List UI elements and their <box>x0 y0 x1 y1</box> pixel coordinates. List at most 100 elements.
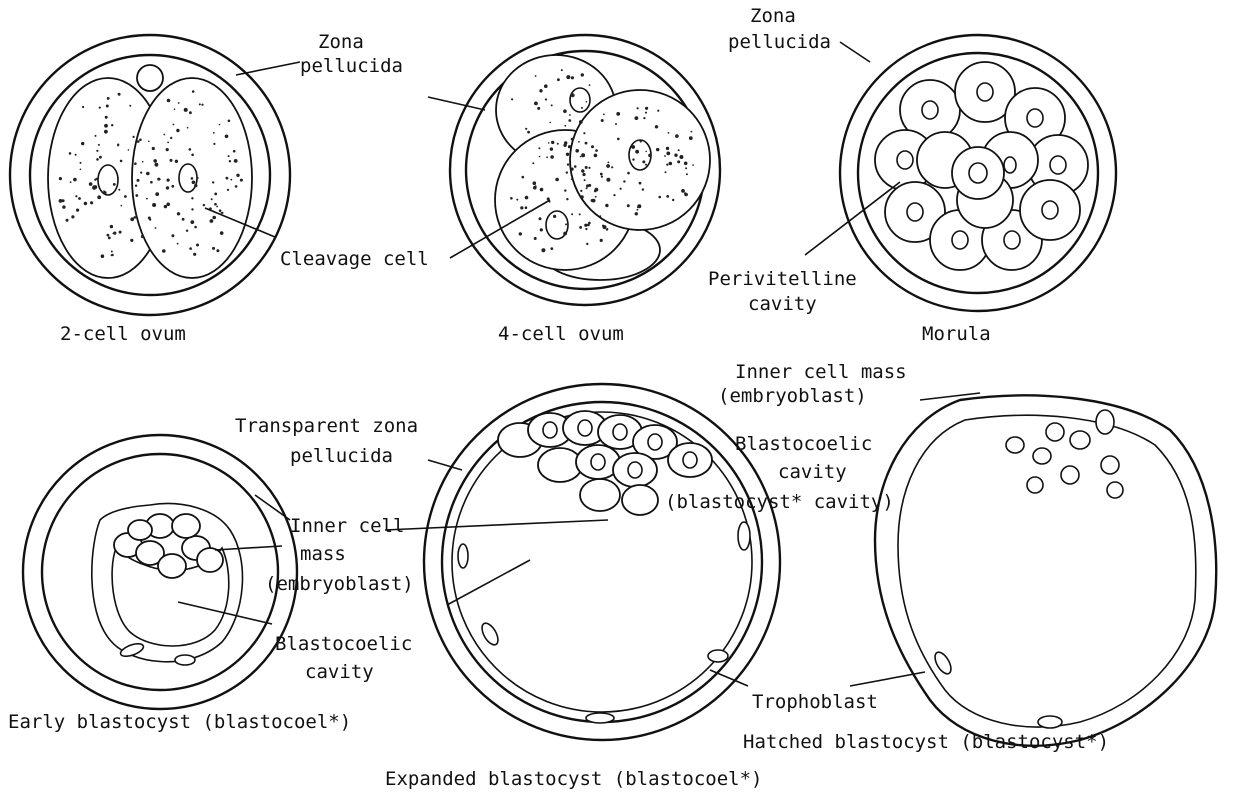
speckle-dot <box>189 247 192 250</box>
speckle-dot <box>78 197 81 200</box>
speckle-dot <box>170 137 172 139</box>
speckle-dot <box>585 228 587 230</box>
speckle-dot <box>62 205 65 208</box>
speckle-dot <box>544 84 548 88</box>
speckle-dot <box>120 160 123 163</box>
speckle-dot <box>581 73 584 76</box>
speckle-dot <box>689 136 693 140</box>
speckle-dot <box>133 136 135 138</box>
speckle-dot <box>600 239 603 242</box>
speckle-dot <box>599 215 601 217</box>
speckle-dot <box>134 162 137 165</box>
speckle-dot <box>107 234 110 237</box>
speckle-dot <box>219 124 221 126</box>
speckle-dot <box>211 198 213 200</box>
speckle-dot <box>213 132 215 134</box>
speckle-dot <box>66 219 69 222</box>
speckle-dot <box>685 167 687 169</box>
speckle-dot <box>555 178 559 182</box>
speckle-dot <box>117 144 119 146</box>
speckle-dot <box>551 104 553 106</box>
speckle-dot <box>672 199 674 201</box>
speckle-dot <box>568 119 571 122</box>
speckle-dot <box>538 147 540 149</box>
speckle-dot <box>594 190 597 193</box>
speckle-dot <box>98 144 100 146</box>
speckle-dot <box>585 142 588 145</box>
inner-cell-mass-cells <box>1006 410 1123 498</box>
speckle-dot <box>146 198 148 200</box>
speckle-dot <box>139 139 142 142</box>
speckle-dot <box>213 143 215 145</box>
speckle-dot <box>675 134 679 138</box>
speckle-dot <box>601 176 603 178</box>
label-blastocoelic-top-2: cavity <box>778 461 847 483</box>
speckle-dot <box>212 216 216 220</box>
speckle-dot <box>128 149 130 151</box>
speckle-dot <box>201 104 203 106</box>
speckle-dot <box>665 171 667 173</box>
speckle-dot <box>603 225 607 229</box>
speckle-dot <box>582 173 585 176</box>
speckle-dot <box>148 141 150 143</box>
speckle-dot <box>221 212 223 214</box>
speckle-dot <box>94 179 96 181</box>
speckle-dot <box>153 159 157 163</box>
speckle-dot <box>684 162 688 166</box>
speckle-dot <box>510 197 513 200</box>
speckle-dot <box>571 168 574 171</box>
speckle-dot <box>580 195 584 199</box>
speckle-dot <box>645 112 647 114</box>
speckle-dot <box>527 131 530 134</box>
speckle-dot <box>550 247 553 250</box>
speckle-dot <box>540 228 543 231</box>
speckle-dot <box>686 173 688 175</box>
speckle-dot <box>69 152 72 155</box>
speckle-dot <box>579 226 582 229</box>
speckle-dot <box>135 185 137 187</box>
speckle-dot <box>148 173 150 175</box>
speckle-dot <box>119 231 122 234</box>
speckle-dot <box>549 122 551 124</box>
speckle-dot <box>648 154 652 158</box>
speckle-dot <box>567 163 569 165</box>
speckle-dot <box>189 148 192 151</box>
speckle-dot <box>177 243 179 245</box>
speckle-dot <box>601 119 604 122</box>
speckle-dot <box>99 156 102 159</box>
troph-nucleus <box>586 713 614 723</box>
speckle-dot <box>534 102 538 106</box>
speckle-dot <box>611 166 613 168</box>
speckle-dot <box>606 164 610 168</box>
speckle-dot <box>186 230 188 232</box>
speckle-dot <box>192 90 195 93</box>
troph-nucleus <box>479 621 501 648</box>
label-transparent-zona-1: Transparent zona <box>235 415 418 437</box>
speckle-dot <box>157 178 160 181</box>
speckle-dot <box>600 173 603 176</box>
speckle-dot <box>103 190 105 192</box>
morula-cells <box>875 62 1088 270</box>
speckle-dot <box>228 120 231 123</box>
label-expanded-blastocyst: Expanded blastocyst (blastocoel*) <box>385 768 763 790</box>
speckle-dot <box>522 176 525 179</box>
speckle-dot <box>194 184 197 187</box>
troph-nucleus <box>1038 716 1062 728</box>
speckle-dot <box>645 164 647 166</box>
speckle-dot <box>594 154 598 158</box>
label-blastocoelic-bottom-1: Blastocoelic <box>275 633 412 655</box>
speckle-dot <box>608 162 610 164</box>
speckle-dot <box>196 244 199 247</box>
speckle-dot <box>575 149 579 153</box>
label-icm-mid-3: (embryoblast) <box>265 573 414 595</box>
speckle-dot <box>525 128 527 130</box>
speckle-dot <box>137 140 140 143</box>
label-four-cell-ovum: 4-cell ovum <box>498 323 624 345</box>
label-trophoblast: Trophoblast <box>752 691 878 713</box>
speckle-dot <box>105 116 108 119</box>
speckle-dot <box>533 181 537 185</box>
speckle-dot <box>548 142 550 144</box>
speckle-dot <box>233 150 236 153</box>
